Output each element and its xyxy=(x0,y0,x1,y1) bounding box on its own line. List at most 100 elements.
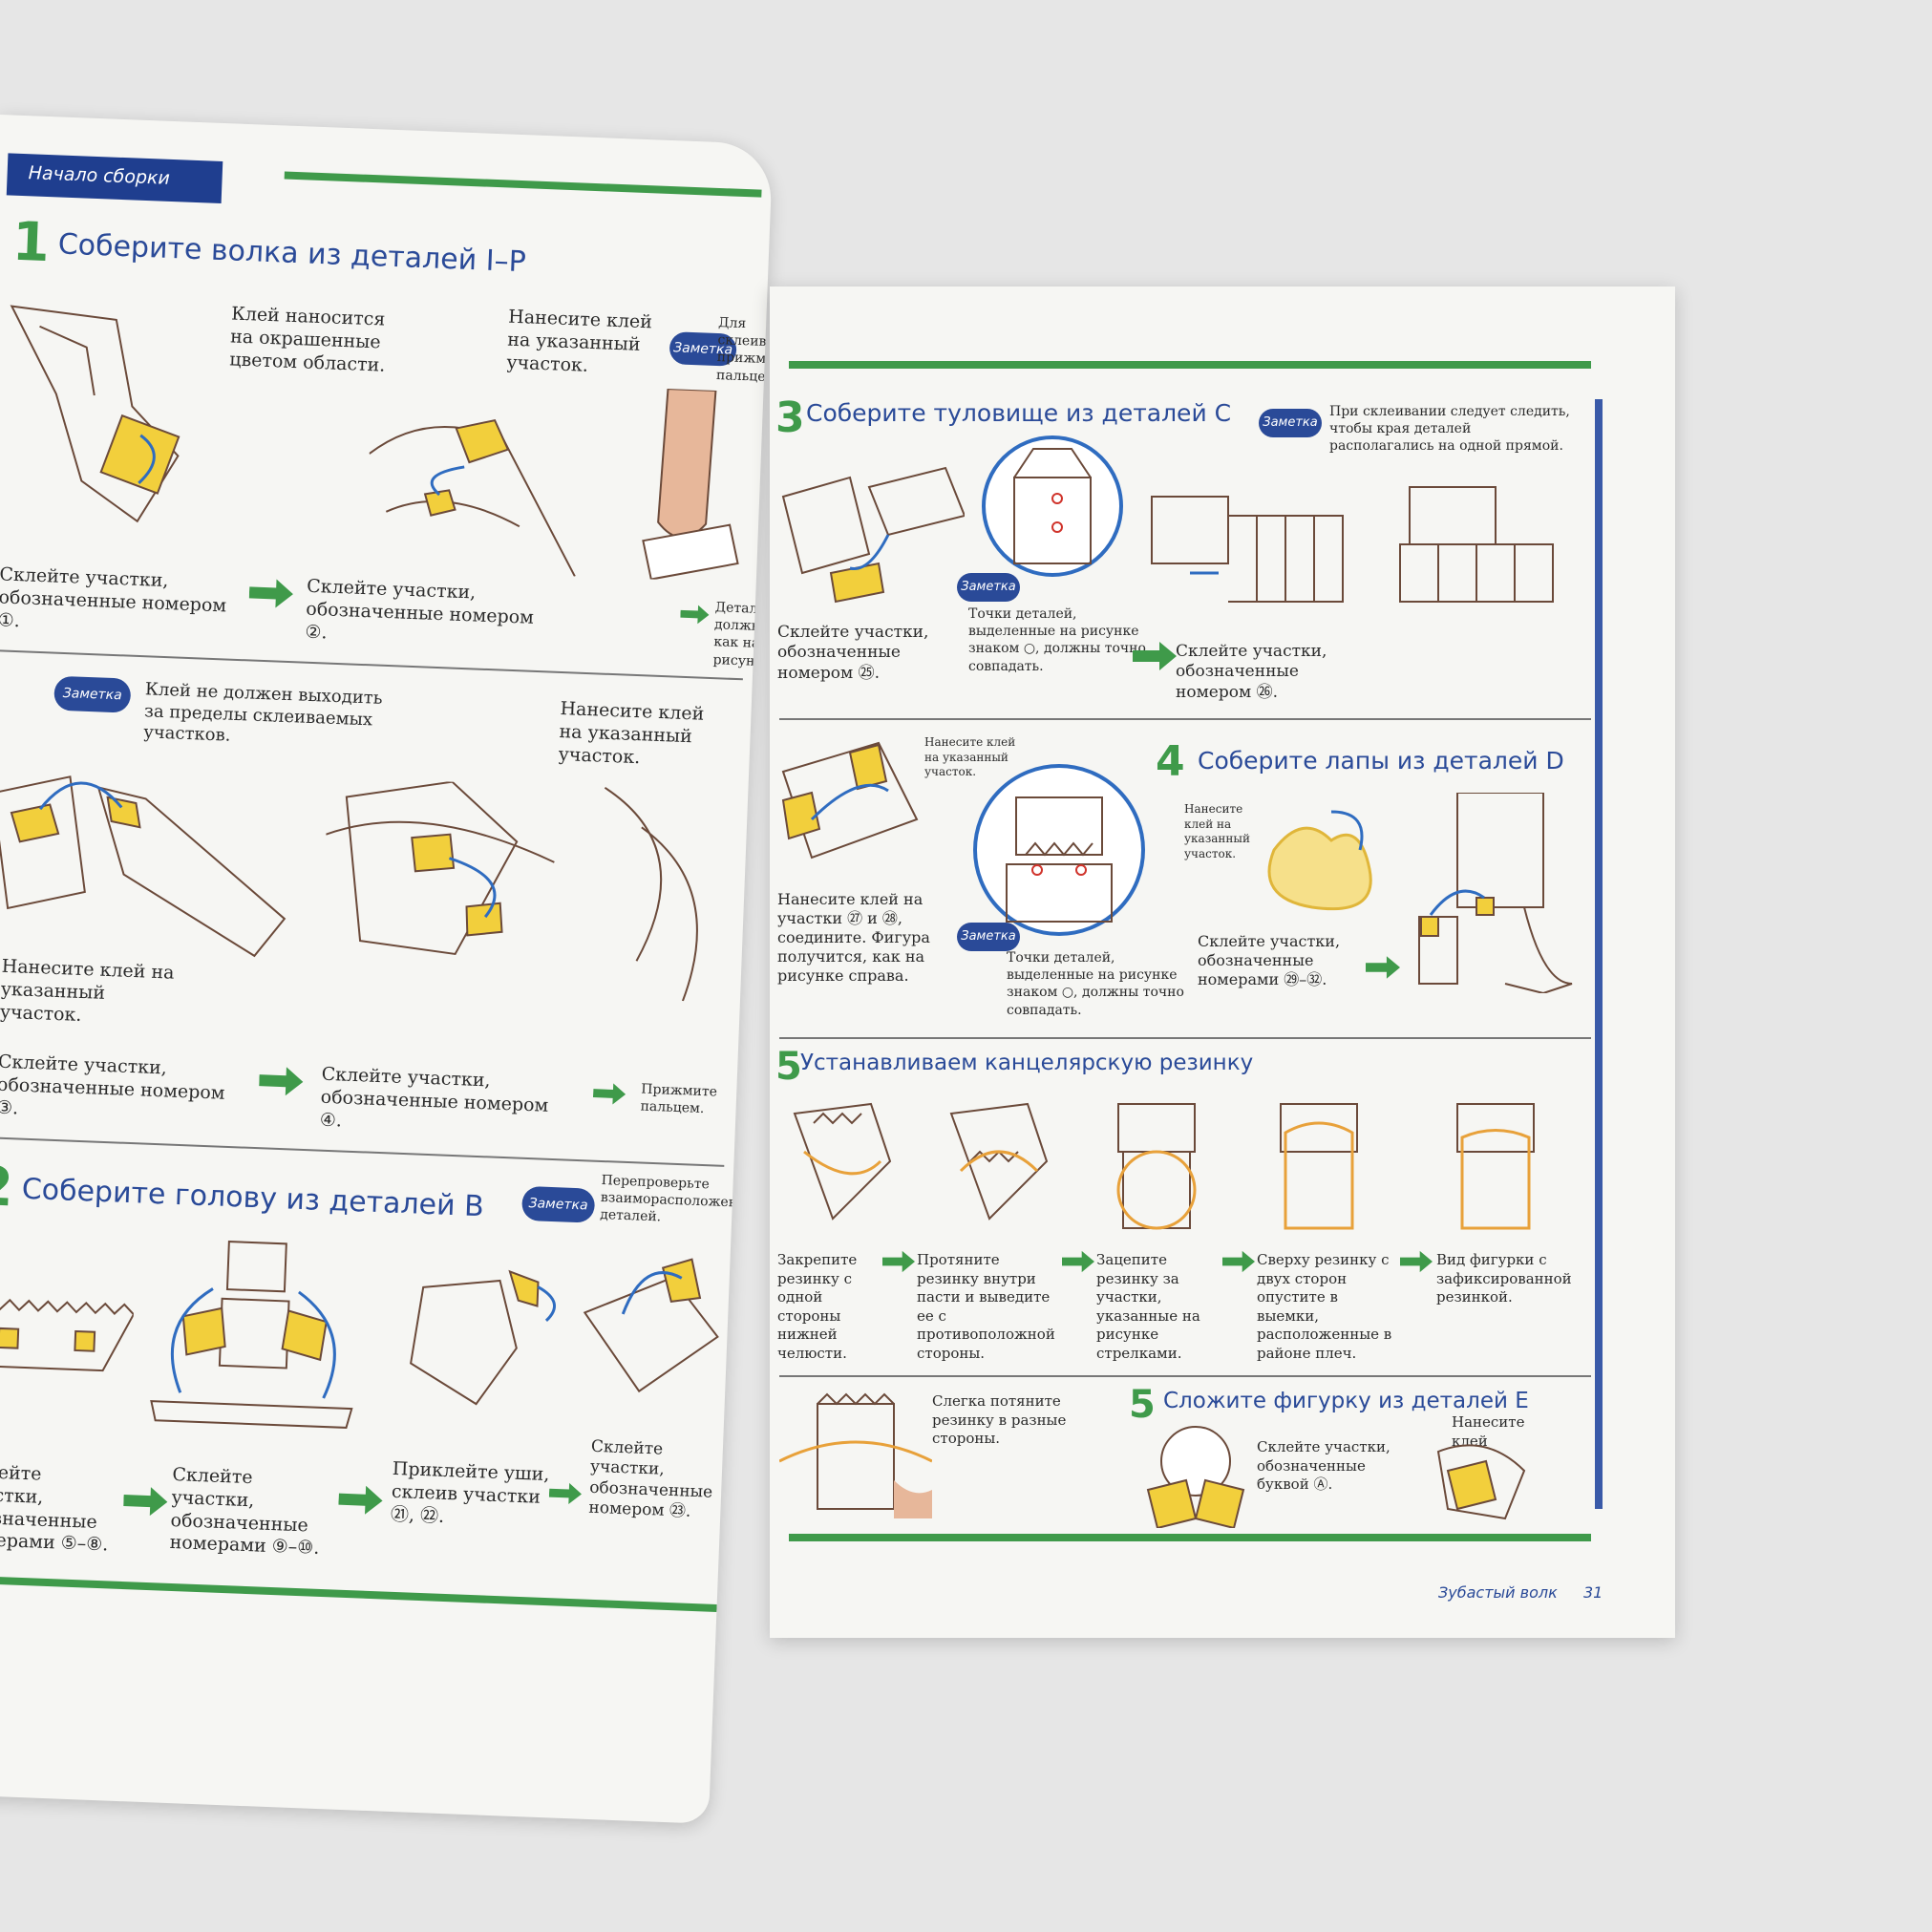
zoom-circle-legs xyxy=(968,759,1150,941)
green-arrow-icon xyxy=(592,1079,626,1109)
diagram-head-side xyxy=(562,1245,730,1413)
diagram-head-ears xyxy=(390,1258,567,1417)
caption-press: Прижмите пальцем. xyxy=(640,1081,718,1117)
diagram-body-part-1 xyxy=(0,287,251,544)
diagram-band-pull xyxy=(779,1385,932,1518)
diagram-fold-final xyxy=(1419,1433,1543,1528)
note-badge-6: Заметка xyxy=(957,923,1020,951)
diagram-torso-complete xyxy=(1381,458,1582,611)
divider-3 xyxy=(779,718,1591,720)
divider-2 xyxy=(0,1136,725,1167)
step-3-title: Соберите туловище из деталей С xyxy=(806,399,1232,427)
caption-step4-1: Нанесите клей на участки ㉗ и ㉘, соединит… xyxy=(777,890,930,985)
bottom-green-rule-right xyxy=(789,1534,1591,1541)
diagram-band-5 xyxy=(1438,1094,1553,1238)
diagram-paw-part xyxy=(1255,802,1398,936)
right-margin-bar xyxy=(1595,399,1603,1509)
diagram-fold-figure xyxy=(1129,1423,1263,1528)
diagram-legs-attached xyxy=(1400,793,1591,993)
diagram-body-part-2 xyxy=(365,377,592,577)
note-badge-4: Заметка xyxy=(1259,409,1322,437)
caption-step1-3: Склейте участки, обозначенные номером ③. xyxy=(0,1051,225,1118)
step-3-number: 3 xyxy=(775,393,805,442)
caption-band-5: Вид фигурки с зафиксированной резинкой. xyxy=(1436,1251,1572,1306)
green-arrow-icon xyxy=(1400,1247,1433,1276)
label-glue-area-a: Нанесите клей на указанный участок. xyxy=(506,306,653,376)
caption-step5b-1: Склейте участки, обозначенные буквой Ⓐ. xyxy=(1257,1438,1391,1493)
caption-band-pull: Слегка потяните резинку в разные стороны… xyxy=(932,1392,1067,1447)
step-4-title: Соберите лапы из деталей D xyxy=(1198,747,1564,775)
note-badge-2: Заметка xyxy=(53,675,132,713)
diagram-leg-strip xyxy=(0,754,300,977)
note-top-text: Для склеивания прижмите пальцем. xyxy=(715,315,774,386)
green-arrow-icon xyxy=(338,1485,383,1516)
diagram-jaw xyxy=(0,1269,136,1419)
step-5a-title: Устанавливаем канцелярскую резинку xyxy=(800,1051,1254,1075)
label-glue-small: Нанесите клей на указанный участок. xyxy=(924,735,1016,779)
divider-4 xyxy=(779,1037,1591,1039)
diagram-band-3 xyxy=(1094,1094,1219,1238)
caption-step2-2: Склейте участки, обозначенные номерами ⑨… xyxy=(169,1463,320,1560)
header-badge: Начало сборки xyxy=(6,153,223,203)
diagram-head-assembly xyxy=(140,1229,368,1438)
label-glue-paw: Нанесите клей на указанный участок. xyxy=(1184,802,1250,860)
green-arrow-icon xyxy=(1366,953,1400,982)
caption-band-3: Зацепите резинку за участки, указанные н… xyxy=(1096,1251,1200,1362)
diagram-finger-press xyxy=(604,387,754,584)
green-arrow-icon xyxy=(548,1478,582,1508)
green-arrow-icon xyxy=(1062,1247,1094,1276)
green-arrow-icon xyxy=(1133,642,1177,670)
step-1-title: Соберите волка из деталей I–P xyxy=(57,227,527,280)
caption-step3-1: Склейте участки, обозначенные номером ㉕. xyxy=(777,623,929,683)
zoom-circle-torso xyxy=(976,430,1129,583)
green-arrow-icon xyxy=(680,600,710,629)
step-1-number: 1 xyxy=(11,210,52,275)
green-arrow-icon xyxy=(248,578,293,608)
label-glue-colored: Клей наносится на окрашенные цветом обла… xyxy=(228,303,386,376)
step-5b-number: 5 xyxy=(1129,1383,1156,1427)
green-arrow-icon xyxy=(123,1486,168,1517)
note-text-points-2: Точки деталей, выделенные на рисунке зна… xyxy=(1007,950,1184,1018)
green-arrow-icon xyxy=(259,1066,304,1096)
step-2-number: 2 xyxy=(0,1155,15,1220)
note-text-align: При склеивании следует следить, чтобы кр… xyxy=(1329,404,1570,455)
diagram-band-2 xyxy=(932,1094,1066,1238)
label-glue-final: Нанесите клей xyxy=(1452,1413,1525,1450)
left-page: Начало сборки 1 Соберите волка из детале… xyxy=(0,115,774,1824)
note-badge-3: Заметка xyxy=(520,1185,596,1223)
step-5a-number: 5 xyxy=(775,1045,802,1089)
caption-step1-1: Склейте участки, обозначенные номером ①. xyxy=(0,563,227,631)
caption-step2-4: Склейте участки, обозначенные номером ㉓. xyxy=(588,1436,713,1521)
caption-step3-2: Склейте участки, обозначенные номером ㉖. xyxy=(1176,642,1327,702)
diagram-band-1 xyxy=(775,1094,909,1238)
note-text-glue: Клей не должен выходить за пределы склеи… xyxy=(142,679,383,746)
label-glue-area-b: Нанесите клей на указанный участок. xyxy=(0,955,175,1026)
diagram-torso-side xyxy=(1133,458,1352,611)
bottom-green-rule xyxy=(0,1574,717,1612)
step-2-title: Соберите голову из деталей В xyxy=(21,1172,485,1224)
top-green-rule xyxy=(284,171,762,198)
step-5b-title: Сложите фигурку из деталей Е xyxy=(1163,1389,1529,1413)
caption-step2-3: Приклейте уши, склеив участки ㉑, ㉒. xyxy=(390,1457,550,1527)
note-text-check: Перепроверьте взаиморасположение деталей… xyxy=(599,1172,754,1225)
note-text-points-1: Точки деталей, выделенные на рисунке зна… xyxy=(968,606,1146,674)
note-badge-5: Заметка xyxy=(957,573,1020,602)
caption-step1-4: Склейте участки, обозначенные номером ④. xyxy=(319,1063,549,1132)
diagram-body-wrap xyxy=(321,777,576,978)
diagram-leg-parts xyxy=(774,733,965,877)
header-badge-text: Начало сборки xyxy=(28,162,171,189)
green-arrow-icon xyxy=(882,1247,915,1276)
diagram-torso-parts xyxy=(774,458,965,611)
caption-step2-1: Склейте участки, обозначенные номерами ⑤… xyxy=(0,1460,109,1556)
footer-title: Зубастый волк xyxy=(1438,1583,1558,1602)
diagram-band-4 xyxy=(1257,1094,1381,1238)
caption-band-4: Сверху резинку с двух сторон опустите в … xyxy=(1257,1251,1392,1362)
right-page: 3 Соберите туловище из деталей С Заметка… xyxy=(770,287,1675,1638)
label-glue-area-c: Нанесите клей на указанный участок. xyxy=(558,697,705,768)
top-green-rule-right xyxy=(789,361,1591,369)
page-number-right: 31 xyxy=(1583,1583,1603,1602)
green-arrow-icon xyxy=(1222,1247,1255,1276)
caption-band-2: Протяните резинку внутри пасти и выведит… xyxy=(917,1251,1055,1362)
divider-1 xyxy=(0,648,743,681)
caption-step4-2: Склейте участки, обозначенные номерами ㉙… xyxy=(1198,932,1341,988)
